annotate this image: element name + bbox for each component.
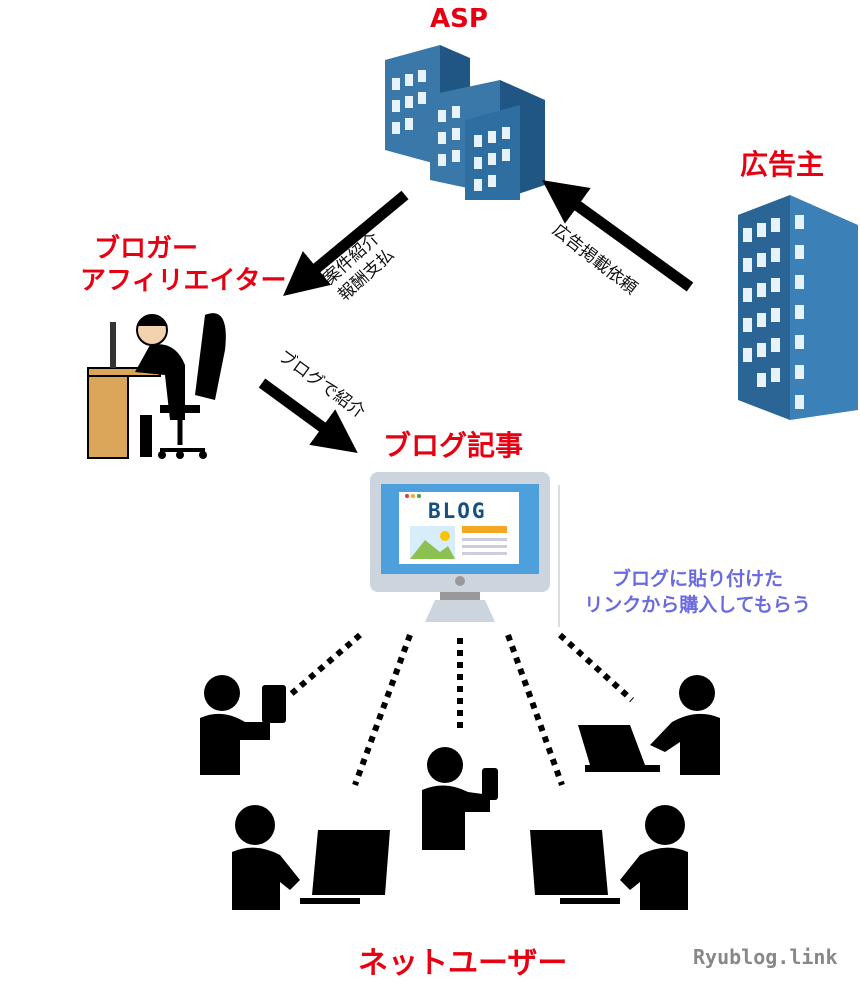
office-building-icon (385, 45, 545, 200)
monitor-icon (370, 472, 550, 622)
desk-worker-icon (87, 313, 226, 459)
arrow-advertiser-to-asp (542, 180, 694, 292)
note-text: ブログに貼り付けた リンクから購入してもらう (560, 566, 835, 618)
node-advertiser-label: 広告主 (740, 148, 825, 181)
desktop-user-icon (530, 805, 688, 910)
phone-user-icon (200, 675, 286, 775)
monitor-blog-text: BLOG (428, 499, 487, 523)
node-users-label: ネットユーザー (358, 946, 568, 981)
node-article-label: ブログ記事 (383, 429, 524, 462)
tall-building-icon (738, 195, 858, 420)
note-line1: ブログに貼り付けた (611, 568, 783, 590)
node-asp-label: ASP (430, 4, 488, 34)
desktop-user-icon (232, 805, 390, 910)
connection-dots (288, 632, 635, 787)
watermark: Ryublog.link (693, 945, 838, 969)
note-line2: リンクから購入してもらう (584, 594, 811, 616)
laptop-user-icon (578, 675, 720, 775)
phone-user-icon (422, 747, 498, 850)
node-blogger-label: ブロガー (94, 234, 199, 264)
arrow-blogger-to-article (258, 378, 358, 453)
arrow-asp-to-blogger (283, 190, 409, 297)
node-affiliater-label: アフィリエイター (80, 266, 287, 296)
